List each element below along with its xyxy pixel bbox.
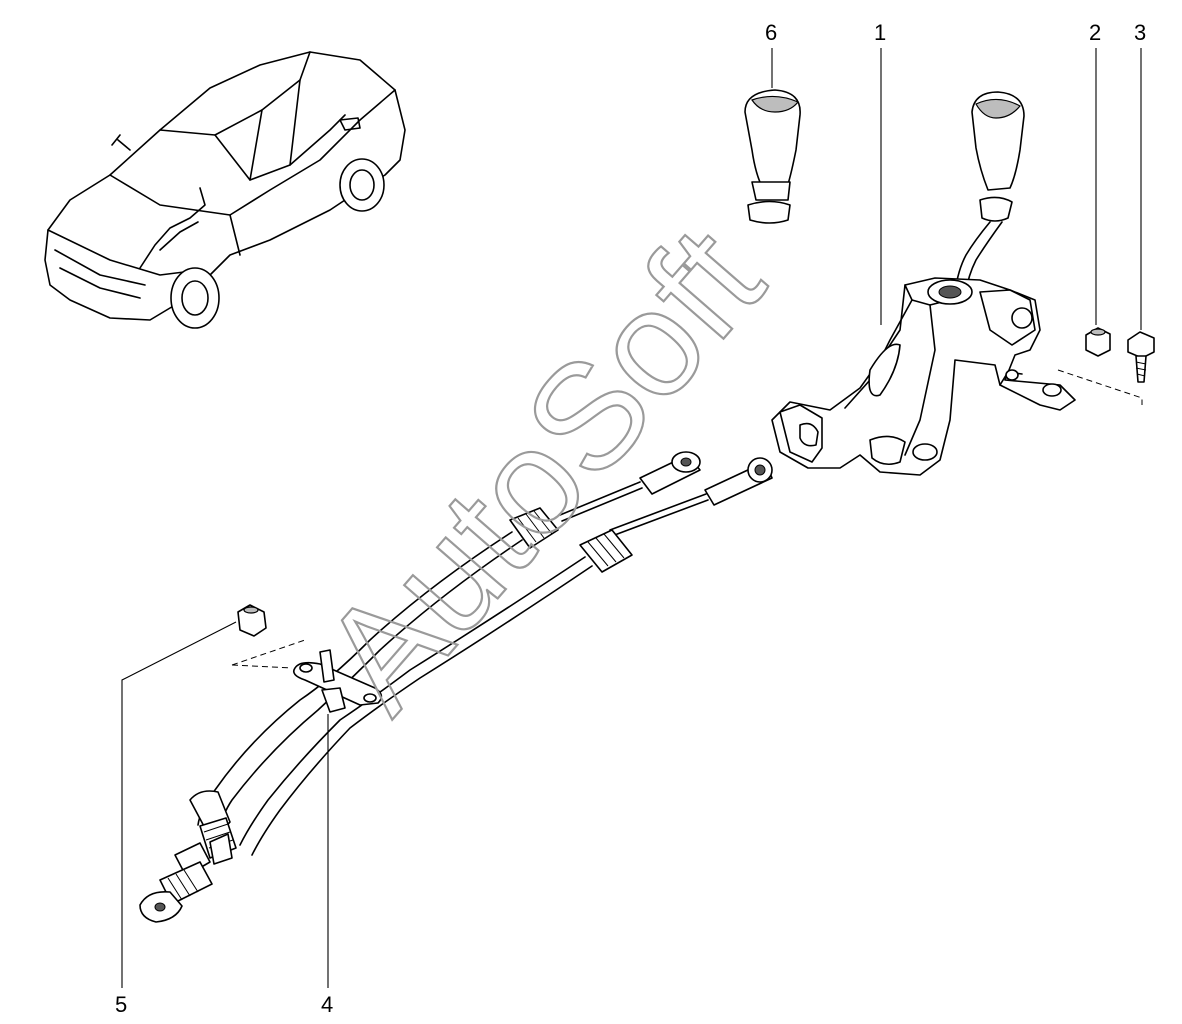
leader-lines — [121, 48, 1142, 988]
retaining-nut — [237, 604, 267, 637]
gear-shift-cables — [197, 531, 593, 856]
callout-4: 4 — [321, 992, 333, 1017]
cable-end-gearbox-2 — [139, 842, 213, 923]
callout-5: 5 — [115, 992, 127, 1017]
cable-end-gearbox-1 — [189, 790, 237, 865]
flange-bolt — [1127, 331, 1155, 383]
shift-mechanism — [771, 91, 1076, 476]
callout-2: 2 — [1089, 20, 1101, 45]
callout-1: 1 — [874, 20, 886, 45]
watermark: AutoSoft — [289, 197, 793, 741]
cable-grommet-upper — [509, 507, 559, 549]
cable-end-upper — [639, 451, 773, 506]
callout-3: 3 — [1134, 20, 1146, 45]
flange-nut — [1085, 327, 1111, 357]
cable-bracket — [292, 649, 383, 713]
callout-6: 6 — [765, 20, 777, 45]
cable-grommet-lower — [579, 529, 633, 573]
gear-knob — [744, 89, 801, 224]
car-overview — [44, 51, 406, 329]
